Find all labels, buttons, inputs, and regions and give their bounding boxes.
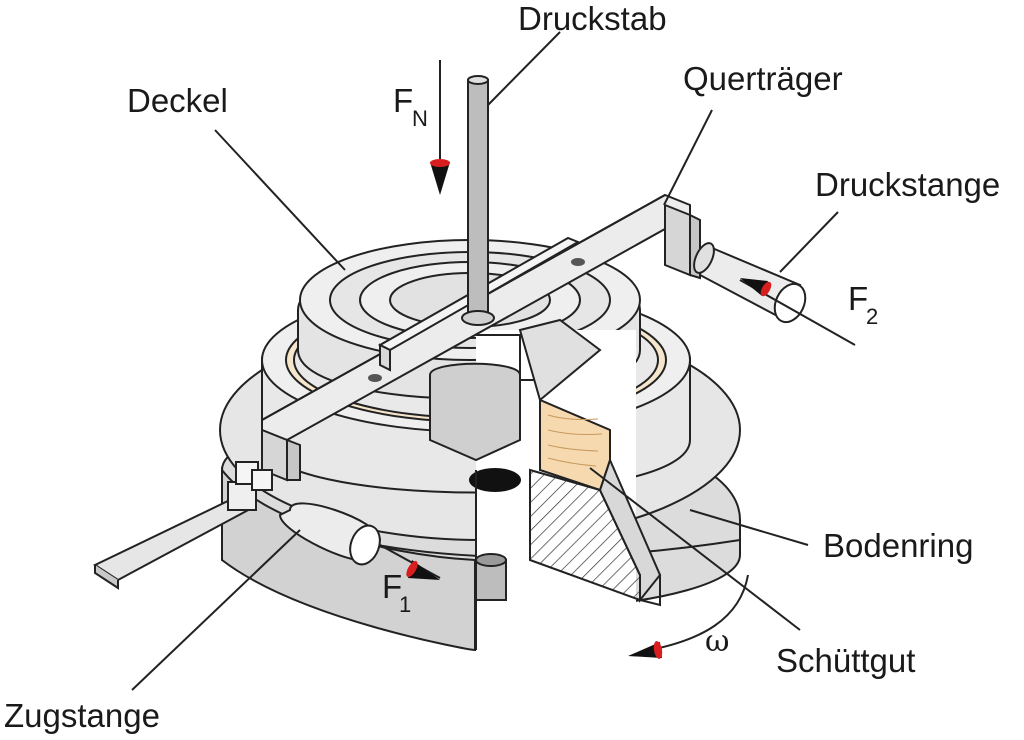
symbol-omega: ω [705,624,729,659]
zugstange-assembly [92,461,382,590]
symbol-fn: F [393,82,413,119]
symbol-f1: F [382,568,402,605]
force-f1-arrow [379,544,441,580]
label-quertraeger: Querträger [683,60,843,97]
force-f2-arrow [739,278,856,346]
label-deckel: Deckel [127,82,228,119]
rotation-omega-arrow [628,574,749,659]
symbol-fn-sub: N [412,106,428,131]
label-druckstange: Druckstange [815,166,1000,203]
label-bodenring: Bodenring [823,527,973,564]
cutaway-section [429,318,662,650]
druckstab-rod [461,75,495,326]
force-fn-arrow [430,60,450,195]
symbol-f2: F [848,280,868,317]
label-zugstange: Zugstange [4,697,160,734]
leader-lines [131,31,839,691]
schuettgut-fill [539,398,611,492]
symbol-f1-sub: 1 [399,592,411,617]
label-schuettgut: Schüttgut [776,642,915,679]
label-druckstab: Druckstab [518,0,667,37]
symbol-f2-sub: 2 [866,304,878,329]
